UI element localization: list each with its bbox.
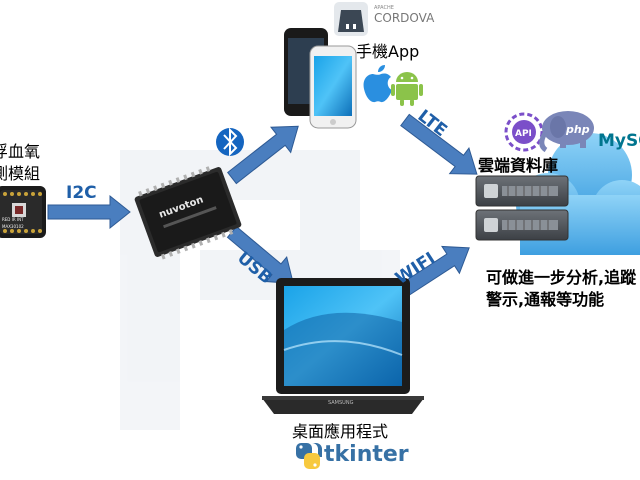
apple-logo-icon: [363, 65, 392, 103]
phone-app-label: 手機App: [356, 42, 420, 61]
i2c-label: I2C: [66, 183, 97, 203]
cloud-db-title: 雲端資料庫: [478, 156, 559, 175]
server-icon: [475, 175, 569, 241]
arrow-i2c: [47, 194, 131, 230]
php-elephant-icon: [539, 111, 594, 153]
cordova-text: CORDOVA: [374, 11, 435, 25]
cordova-logo-icon: [334, 2, 368, 36]
python-logo-icon: [296, 443, 322, 469]
php-label: php: [565, 123, 590, 136]
bluetooth-icon: [216, 127, 244, 157]
arrow-lte: [400, 113, 478, 175]
tkinter-logo-text: tkinter: [324, 442, 409, 467]
android-logo-icon: [391, 72, 423, 106]
api-icon: [504, 112, 544, 152]
phone-icon: [284, 28, 357, 129]
arrow-bluetooth: [226, 125, 299, 185]
laptop-icon: [262, 278, 424, 414]
sensor-chip-text: RED IR INT: [2, 217, 24, 222]
sensor-label-line2: 測模組: [0, 164, 41, 183]
mysql-logo-text: MySQL: [598, 131, 640, 151]
cloud-description-line2: 警示,通報等功能: [486, 290, 605, 309]
desktop-app-label: 桌面應用程式: [292, 422, 389, 441]
sensor-label-line1: 浮血氧: [0, 142, 41, 161]
sensor-chip-text: MAX30102: [2, 224, 24, 229]
cloud-description-line1: 可做進一步分析,追蹤: [486, 268, 637, 287]
cordova-small-text: APACHE: [374, 5, 394, 11]
api-label: API: [515, 129, 532, 139]
mcu-chip: nuvoton: [134, 166, 242, 260]
laptop-brand-text: SAMSUNG: [328, 400, 354, 406]
sensor-module: [0, 186, 46, 238]
